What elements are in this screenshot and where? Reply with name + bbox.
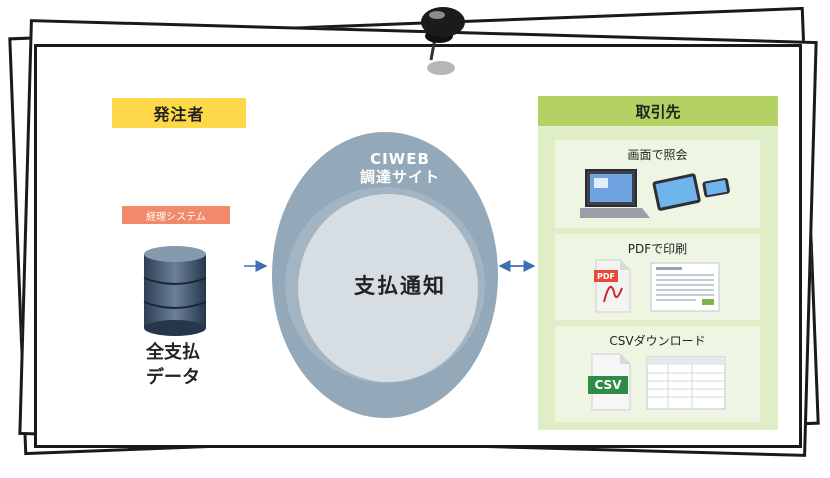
view-on-screen-title: 画面で照会 [627,148,688,162]
pdf-print-title: PDFで印刷 [627,242,688,256]
pdf-file-icon [595,259,631,313]
accounting-system-tag: 経理システム [122,206,230,224]
pushpin-icon [421,7,465,75]
caption-line-2: データ [146,367,200,388]
supplier-label: 取引先 [538,96,778,126]
payment-notice-label: 支払通知 [354,274,446,298]
database-icon [143,246,207,336]
site-subtitle: 調達サイト [359,168,440,186]
devices-icon [580,169,730,218]
orderer-label: 発注者 [112,98,246,128]
pdf-badge: PDF [594,270,618,282]
site-circle [272,132,498,418]
site-name: CIWEB [370,150,430,168]
site-caption: CIWEB 調達サイト [320,150,480,186]
spreadsheet-preview-icon [646,356,726,410]
all-payment-data-caption: 全支払 データ [118,340,228,390]
csv-badge: CSV [588,376,628,394]
document-preview-icon [650,262,720,312]
caption-line-1: 全支払 [146,342,200,363]
csv-download-title: CSVダウンロード [609,334,706,348]
